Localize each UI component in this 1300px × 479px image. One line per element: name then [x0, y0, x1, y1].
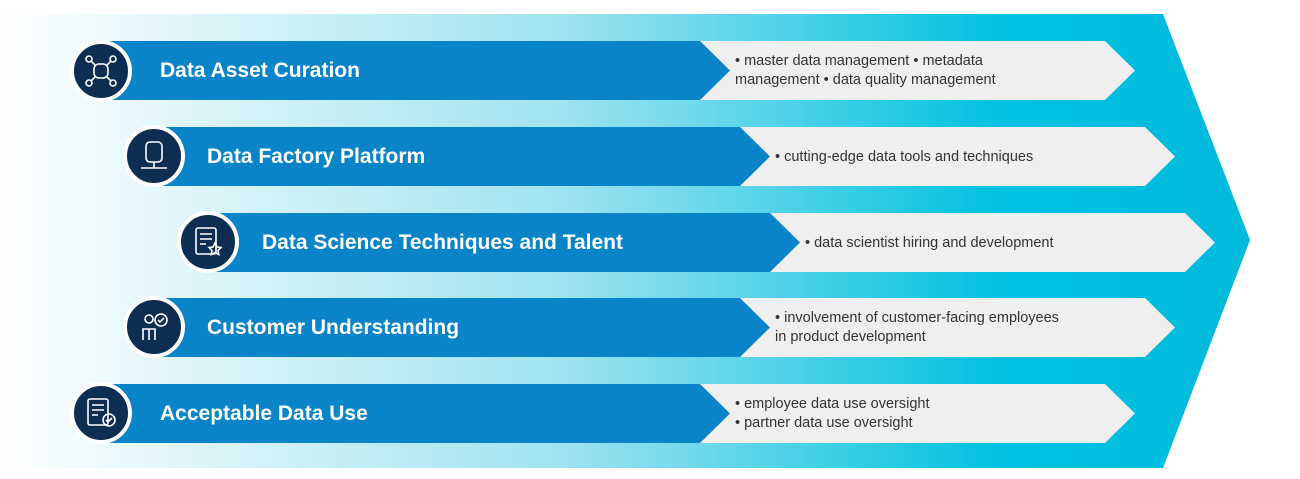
row-title: Data Asset Curation — [160, 59, 360, 82]
description-line: • master data management • metadata — [735, 53, 983, 69]
row-description: • data scientist hiring and development — [805, 213, 1054, 273]
description-line: management • data quality management — [735, 72, 996, 88]
description-line: • data scientist hiring and development — [805, 234, 1054, 251]
description-arrow — [740, 298, 1175, 357]
network-nodes-icon — [70, 40, 132, 102]
document-star-icon — [177, 211, 239, 273]
description-line: • involvement of customer-facing employe… — [775, 310, 1059, 326]
row-description: • involvement of customer-facing employe… — [775, 298, 1059, 358]
title-bar — [100, 41, 730, 100]
description-arrow — [740, 127, 1175, 186]
row-description: • employee data use oversight • partner … — [735, 384, 930, 444]
description-arrow — [700, 41, 1135, 100]
row-title: Acceptable Data Use — [160, 402, 368, 425]
row-title: Data Factory Platform — [207, 145, 426, 168]
title-bar — [155, 127, 770, 186]
row-description: • master data management • metadata mana… — [735, 41, 996, 101]
database-server-icon — [123, 125, 185, 187]
title-bar — [100, 384, 730, 443]
description-line: in product development — [775, 329, 926, 345]
title-bar — [208, 213, 800, 272]
person-check-icon — [123, 296, 185, 358]
description-arrow — [700, 384, 1135, 443]
description-line: • employee data use oversight — [735, 396, 930, 412]
title-bar — [155, 298, 770, 357]
description-arrow — [770, 213, 1215, 272]
row-title: Data Science Techniques and Talent — [262, 231, 623, 254]
description-line: • cutting-edge data tools and techniques — [775, 148, 1034, 165]
description-line: • partner data use oversight — [735, 415, 913, 431]
list-check-icon — [70, 382, 132, 444]
row-description: • cutting-edge data tools and techniques — [775, 127, 1033, 187]
row-title: Customer Understanding — [207, 316, 460, 339]
